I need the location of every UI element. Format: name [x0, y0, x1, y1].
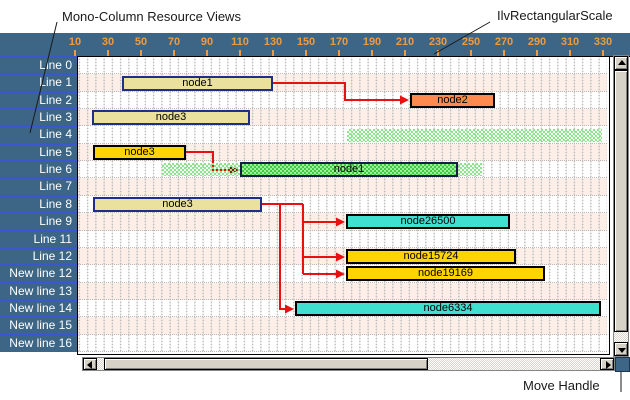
tick-mark — [206, 50, 208, 56]
resource-row-label[interactable]: Line 8 — [0, 194, 77, 212]
annotation-move-handle: Move Handle — [523, 378, 600, 393]
gantt-bar-node1[interactable]: node1 — [240, 162, 458, 178]
horizontal-scrollbar[interactable] — [82, 357, 615, 371]
gantt-bar-node2[interactable]: node2 — [410, 92, 495, 108]
resource-row-label[interactable]: Line 0 — [0, 56, 77, 73]
tick-mark — [371, 50, 373, 56]
up-arrow-icon — [618, 60, 626, 65]
resource-row-label[interactable]: New line 16 — [0, 333, 77, 351]
tick-mark — [140, 50, 142, 56]
gantt-range-bar[interactable] — [347, 128, 602, 142]
tick-label: 310 — [560, 36, 580, 48]
tick-label: 30 — [101, 36, 115, 48]
left-arrow-icon — [87, 361, 92, 369]
tick-mark — [338, 50, 340, 56]
gantt-bar-node15724[interactable]: node15724 — [346, 249, 516, 265]
resource-row-label[interactable]: New line 14 — [0, 298, 77, 316]
gantt-bar-node26500[interactable]: node26500 — [346, 214, 510, 230]
resource-row-label[interactable]: Line 5 — [0, 142, 77, 160]
scroll-up-button[interactable] — [614, 56, 628, 70]
tick-label: 90 — [200, 36, 214, 48]
resource-row-label[interactable]: New line 13 — [0, 281, 77, 299]
gantt-bar-node3[interactable]: node3 — [93, 197, 262, 212]
tick-label: 230 — [428, 36, 448, 48]
resource-row-label[interactable]: Line 11 — [0, 229, 77, 247]
tick-label: 170 — [329, 36, 349, 48]
tick-mark — [305, 50, 307, 56]
gantt-bar-node6334[interactable]: node6334 — [295, 301, 601, 317]
scroll-down-button[interactable] — [614, 342, 628, 356]
tick-label: 10 — [68, 36, 82, 48]
tick-label: 70 — [167, 36, 181, 48]
resource-row-label[interactable]: Line 7 — [0, 177, 77, 194]
tick-label: 110 — [231, 36, 249, 48]
resource-row-label[interactable]: Line 9 — [0, 212, 77, 229]
gantt-bar-node19169[interactable]: node19169 — [346, 266, 545, 282]
tick-mark — [173, 50, 175, 56]
resource-row-label[interactable]: New line 12 — [0, 264, 77, 281]
tick-mark — [107, 50, 109, 56]
tick-mark — [239, 50, 241, 56]
move-handle[interactable] — [615, 357, 630, 372]
tick-mark — [602, 50, 604, 56]
resource-row-label[interactable]: Line 2 — [0, 90, 77, 108]
resource-row-label[interactable]: Line 1 — [0, 73, 77, 90]
vertical-scrollbar[interactable] — [613, 55, 629, 357]
annotation-rectangular-scale: IlvRectangularScale — [497, 8, 613, 23]
tick-label: 130 — [263, 36, 283, 48]
gantt-bar-node3[interactable]: node3 — [92, 110, 250, 126]
right-arrow-icon — [606, 361, 611, 369]
resource-row-label[interactable]: Line 4 — [0, 125, 77, 142]
time-scale: 10 30 50 70 90 110 130 150 170 190 210 230 250 270 290… — [0, 33, 630, 57]
tick-label: 250 — [461, 36, 481, 48]
scroll-right-button[interactable] — [600, 358, 614, 370]
tick-mark — [569, 50, 571, 56]
down-arrow-icon — [618, 348, 626, 353]
tick-label: 210 — [395, 36, 415, 48]
resource-row-label[interactable]: Line 12 — [0, 246, 77, 264]
resource-row-label[interactable]: Line 6 — [0, 160, 77, 177]
gantt-bar-node1[interactable]: node1 — [122, 75, 273, 91]
vertical-scroll-thumb[interactable] — [614, 70, 628, 332]
tick-mark — [74, 50, 76, 56]
resource-row-label[interactable]: New line 15 — [0, 316, 77, 333]
tick-mark — [272, 50, 274, 56]
tick-label: 330 — [593, 36, 613, 48]
tick-mark — [536, 50, 538, 56]
resource-row-label[interactable]: Line 3 — [0, 108, 77, 125]
tick-label: 150 — [296, 36, 316, 48]
scroll-left-button[interactable] — [83, 358, 97, 370]
tick-label: 190 — [362, 36, 382, 48]
horizontal-scroll-thumb[interactable] — [104, 358, 428, 370]
annotation-mono-column: Mono-Column Resource Views — [62, 9, 241, 24]
tick-mark — [503, 50, 505, 56]
tick-label: 50 — [134, 36, 148, 48]
tick-label: 270 — [494, 36, 514, 48]
tick-mark — [404, 50, 406, 56]
gantt-bar-node3[interactable]: node3 — [93, 144, 186, 160]
tick-label: 290 — [527, 36, 547, 48]
